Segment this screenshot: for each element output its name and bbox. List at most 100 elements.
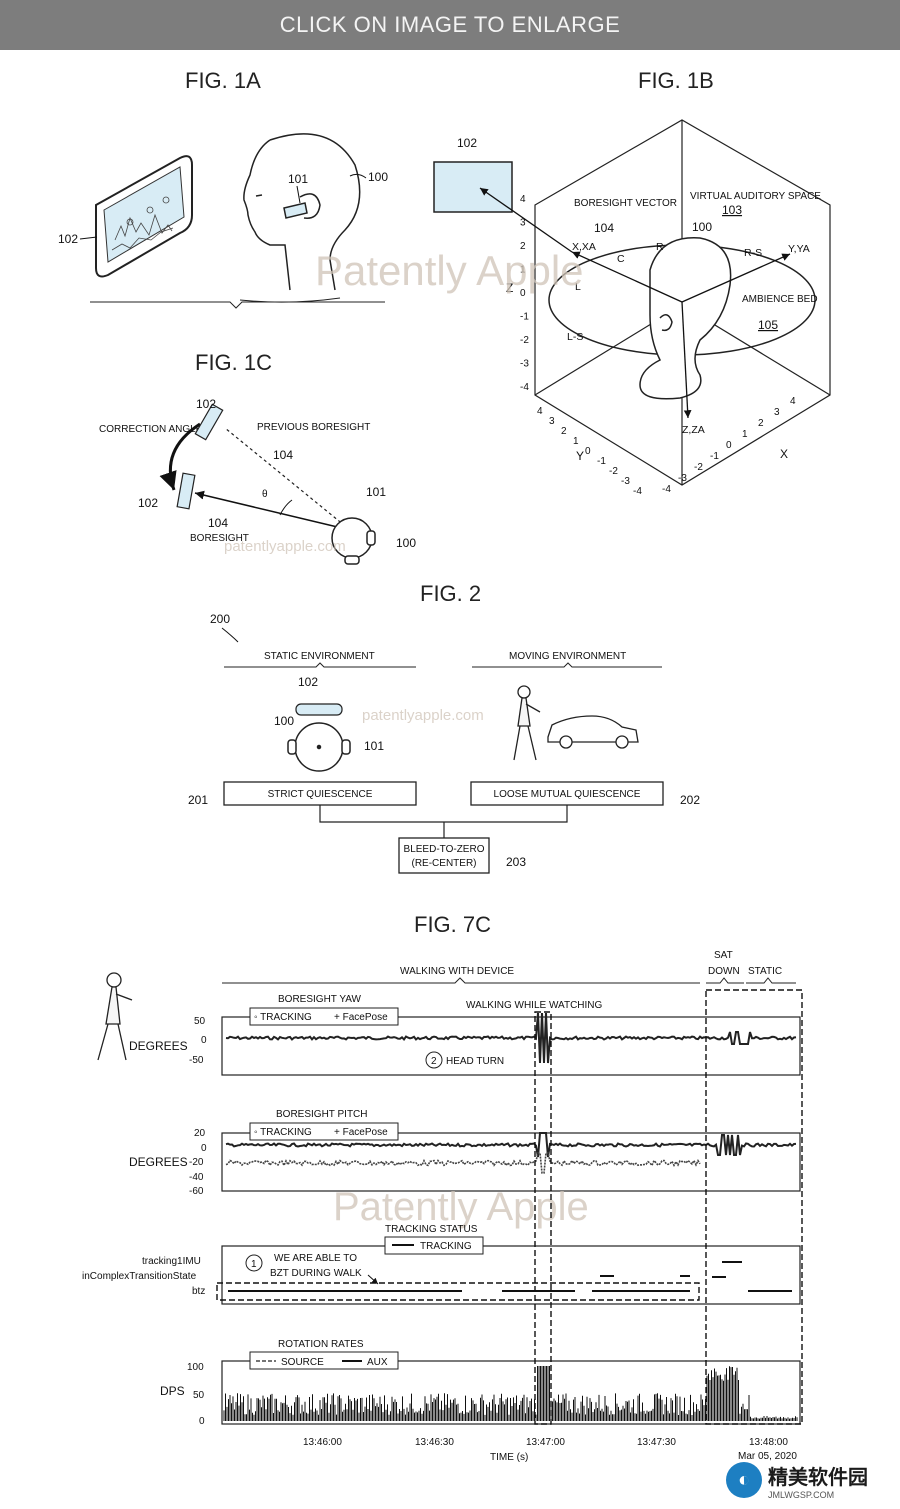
fig1b-y-tick-4: 0 <box>585 446 591 457</box>
fig7c-walking: WALKING WITH DEVICE <box>400 966 514 977</box>
fig1c-device-bottom <box>176 472 196 510</box>
fig2-connectors <box>319 805 568 838</box>
fig1b-y-letter: Y <box>576 449 584 463</box>
fig2-title: FIG. 2 <box>420 581 481 606</box>
fig1b-head <box>639 237 732 400</box>
pitch-trace-facepose <box>225 1152 701 1174</box>
pitch-panel <box>221 1132 801 1192</box>
fig1b-z-tick-4: 0 <box>520 288 526 299</box>
fig1b-device <box>433 161 513 213</box>
status-title: TRACKING STATUS <box>385 1224 478 1235</box>
fig1b-x-tick-8: 4 <box>790 396 796 407</box>
fig2-earbud-label: 101 <box>364 739 384 753</box>
fig1b-y-tick-1: 3 <box>549 416 555 427</box>
fig1b-y-tick-5: -1 <box>597 456 606 467</box>
fig7c-walking-brace <box>222 977 700 984</box>
fig1b-l: L <box>575 281 581 293</box>
yaw-tick-neg50: -50 <box>189 1055 204 1066</box>
yaw-ylabel: DEGREES <box>129 1039 188 1053</box>
yaw-tick-50: 50 <box>194 1016 206 1027</box>
xtick-5: 13:48:00 <box>749 1437 788 1448</box>
fig1b-z-tick-5: -1 <box>520 312 529 323</box>
logo-icon: ◐ <box>726 1462 762 1498</box>
xtick-3: 13:47:00 <box>526 1437 565 1448</box>
fig1c-correction-arrow <box>159 422 201 491</box>
fig1b-boresight-num: 104 <box>594 221 614 235</box>
pitch-ylabel: DEGREES <box>129 1155 188 1169</box>
xtick-1: 13:46:00 <box>303 1437 342 1448</box>
site-logo[interactable]: ◐ 精美软件园 JMLWGSP.COM <box>726 1455 886 1505</box>
status-panel <box>221 1245 801 1305</box>
fig1b-virtual: VIRTUAL AUDITORY SPACE <box>690 191 821 202</box>
head-turn: HEAD TURN <box>446 1056 504 1067</box>
fig1b-z-axis: Z,ZA <box>682 424 705 436</box>
fig1c-label-100: 100 <box>396 536 416 550</box>
fig1b-c: C <box>617 253 625 265</box>
fig1b-user: 100 <box>692 220 712 234</box>
head-turn-highlight <box>534 1011 552 1425</box>
yaw-trace <box>225 1012 797 1064</box>
fig1a-label-102: 102 <box>58 232 78 246</box>
fig7c-person-icon <box>97 972 133 1061</box>
fig2-moving: MOVING ENVIRONMENT <box>509 651 626 662</box>
fig1a-label-100: 100 <box>368 170 388 184</box>
fig1b-z-tick-7: -3 <box>520 359 529 370</box>
fig2-head <box>287 722 351 772</box>
fig1b-z-tick-1: 3 <box>520 218 526 229</box>
fig2-strict-num: 201 <box>188 793 208 807</box>
fig1c-label-104: 104 <box>208 516 228 530</box>
leader-line <box>296 185 301 204</box>
yaw-legend-tracking: ◦ TRACKING <box>254 1012 312 1023</box>
pitch-legend-tracking: ◦ TRACKING <box>254 1127 312 1138</box>
fig1c-previous: PREVIOUS BORESIGHT <box>257 422 370 433</box>
fig1b-ambience: AMBIENCE BED <box>742 294 818 305</box>
fig2-static: STATIC ENVIRONMENT <box>264 651 375 662</box>
enlarge-banner[interactable]: CLICK ON IMAGE TO ENLARGE <box>0 0 900 50</box>
fig1a-brace <box>90 301 385 309</box>
fig2-static-brace <box>224 662 416 668</box>
rates-legend-source: SOURCE <box>281 1357 324 1368</box>
fig1b-x-tick-5: 1 <box>742 429 748 440</box>
fig1b-x-tick-0: -4 <box>662 484 671 495</box>
fig1b-rs: R-S <box>744 247 762 259</box>
fig2-ref: 200 <box>210 612 230 626</box>
fig1b-y-axis: Y,YA <box>788 243 810 255</box>
fig2-bleed-num: 203 <box>506 855 526 869</box>
status-legend <box>384 1236 484 1255</box>
status-row-1: tracking1IMU <box>142 1256 201 1267</box>
fig1c-previous-num: 104 <box>273 448 293 462</box>
pitch-tick-neg40: -40 <box>189 1172 204 1183</box>
pitch-title: BORESIGHT PITCH <box>276 1109 368 1120</box>
fig2-moving-brace <box>472 662 662 668</box>
fig7c-sat: SAT <box>714 950 733 961</box>
fig1b-z-tick-6: -2 <box>520 335 529 346</box>
car-icon <box>547 715 639 749</box>
status-row-3: btz <box>192 1286 205 1297</box>
fig1b-y-tick-3: 1 <box>573 436 579 447</box>
sat-down-highlight <box>705 989 803 1425</box>
rates-tick-50: 50 <box>193 1390 205 1401</box>
walking-person-icon <box>513 685 541 761</box>
fig1c-correction: CORRECTION ANGLE <box>99 424 203 435</box>
enlarge-label: CLICK ON IMAGE TO ENLARGE <box>279 12 621 37</box>
fig7c-static: STATIC <box>748 966 782 977</box>
pitch-tick-neg60: -60 <box>189 1186 204 1197</box>
fig1b-ls: L-S <box>567 331 583 343</box>
fig1c-title: FIG. 1C <box>195 350 272 375</box>
yaw-panel <box>221 1016 801 1076</box>
rates-tick-0: 0 <box>199 1416 205 1427</box>
xtick-4: 13:47:30 <box>637 1437 676 1448</box>
fig2-bleed-1: BLEED-TO-ZERO <box>404 844 485 855</box>
yaw-title: BORESIGHT YAW <box>278 994 362 1005</box>
head-turn-circle <box>425 1051 443 1069</box>
fig1b-boresight: BORESIGHT VECTOR <box>574 198 677 209</box>
fig7c-down: DOWN <box>708 966 740 977</box>
fig2-device-label: 102 <box>298 675 318 689</box>
fig1c-label-101: 101 <box>366 485 386 499</box>
watermark-main: Patently Apple <box>315 247 584 294</box>
fig1c-theta-arc <box>279 499 293 516</box>
logo-text: 精美软件园 <box>768 1466 868 1489</box>
